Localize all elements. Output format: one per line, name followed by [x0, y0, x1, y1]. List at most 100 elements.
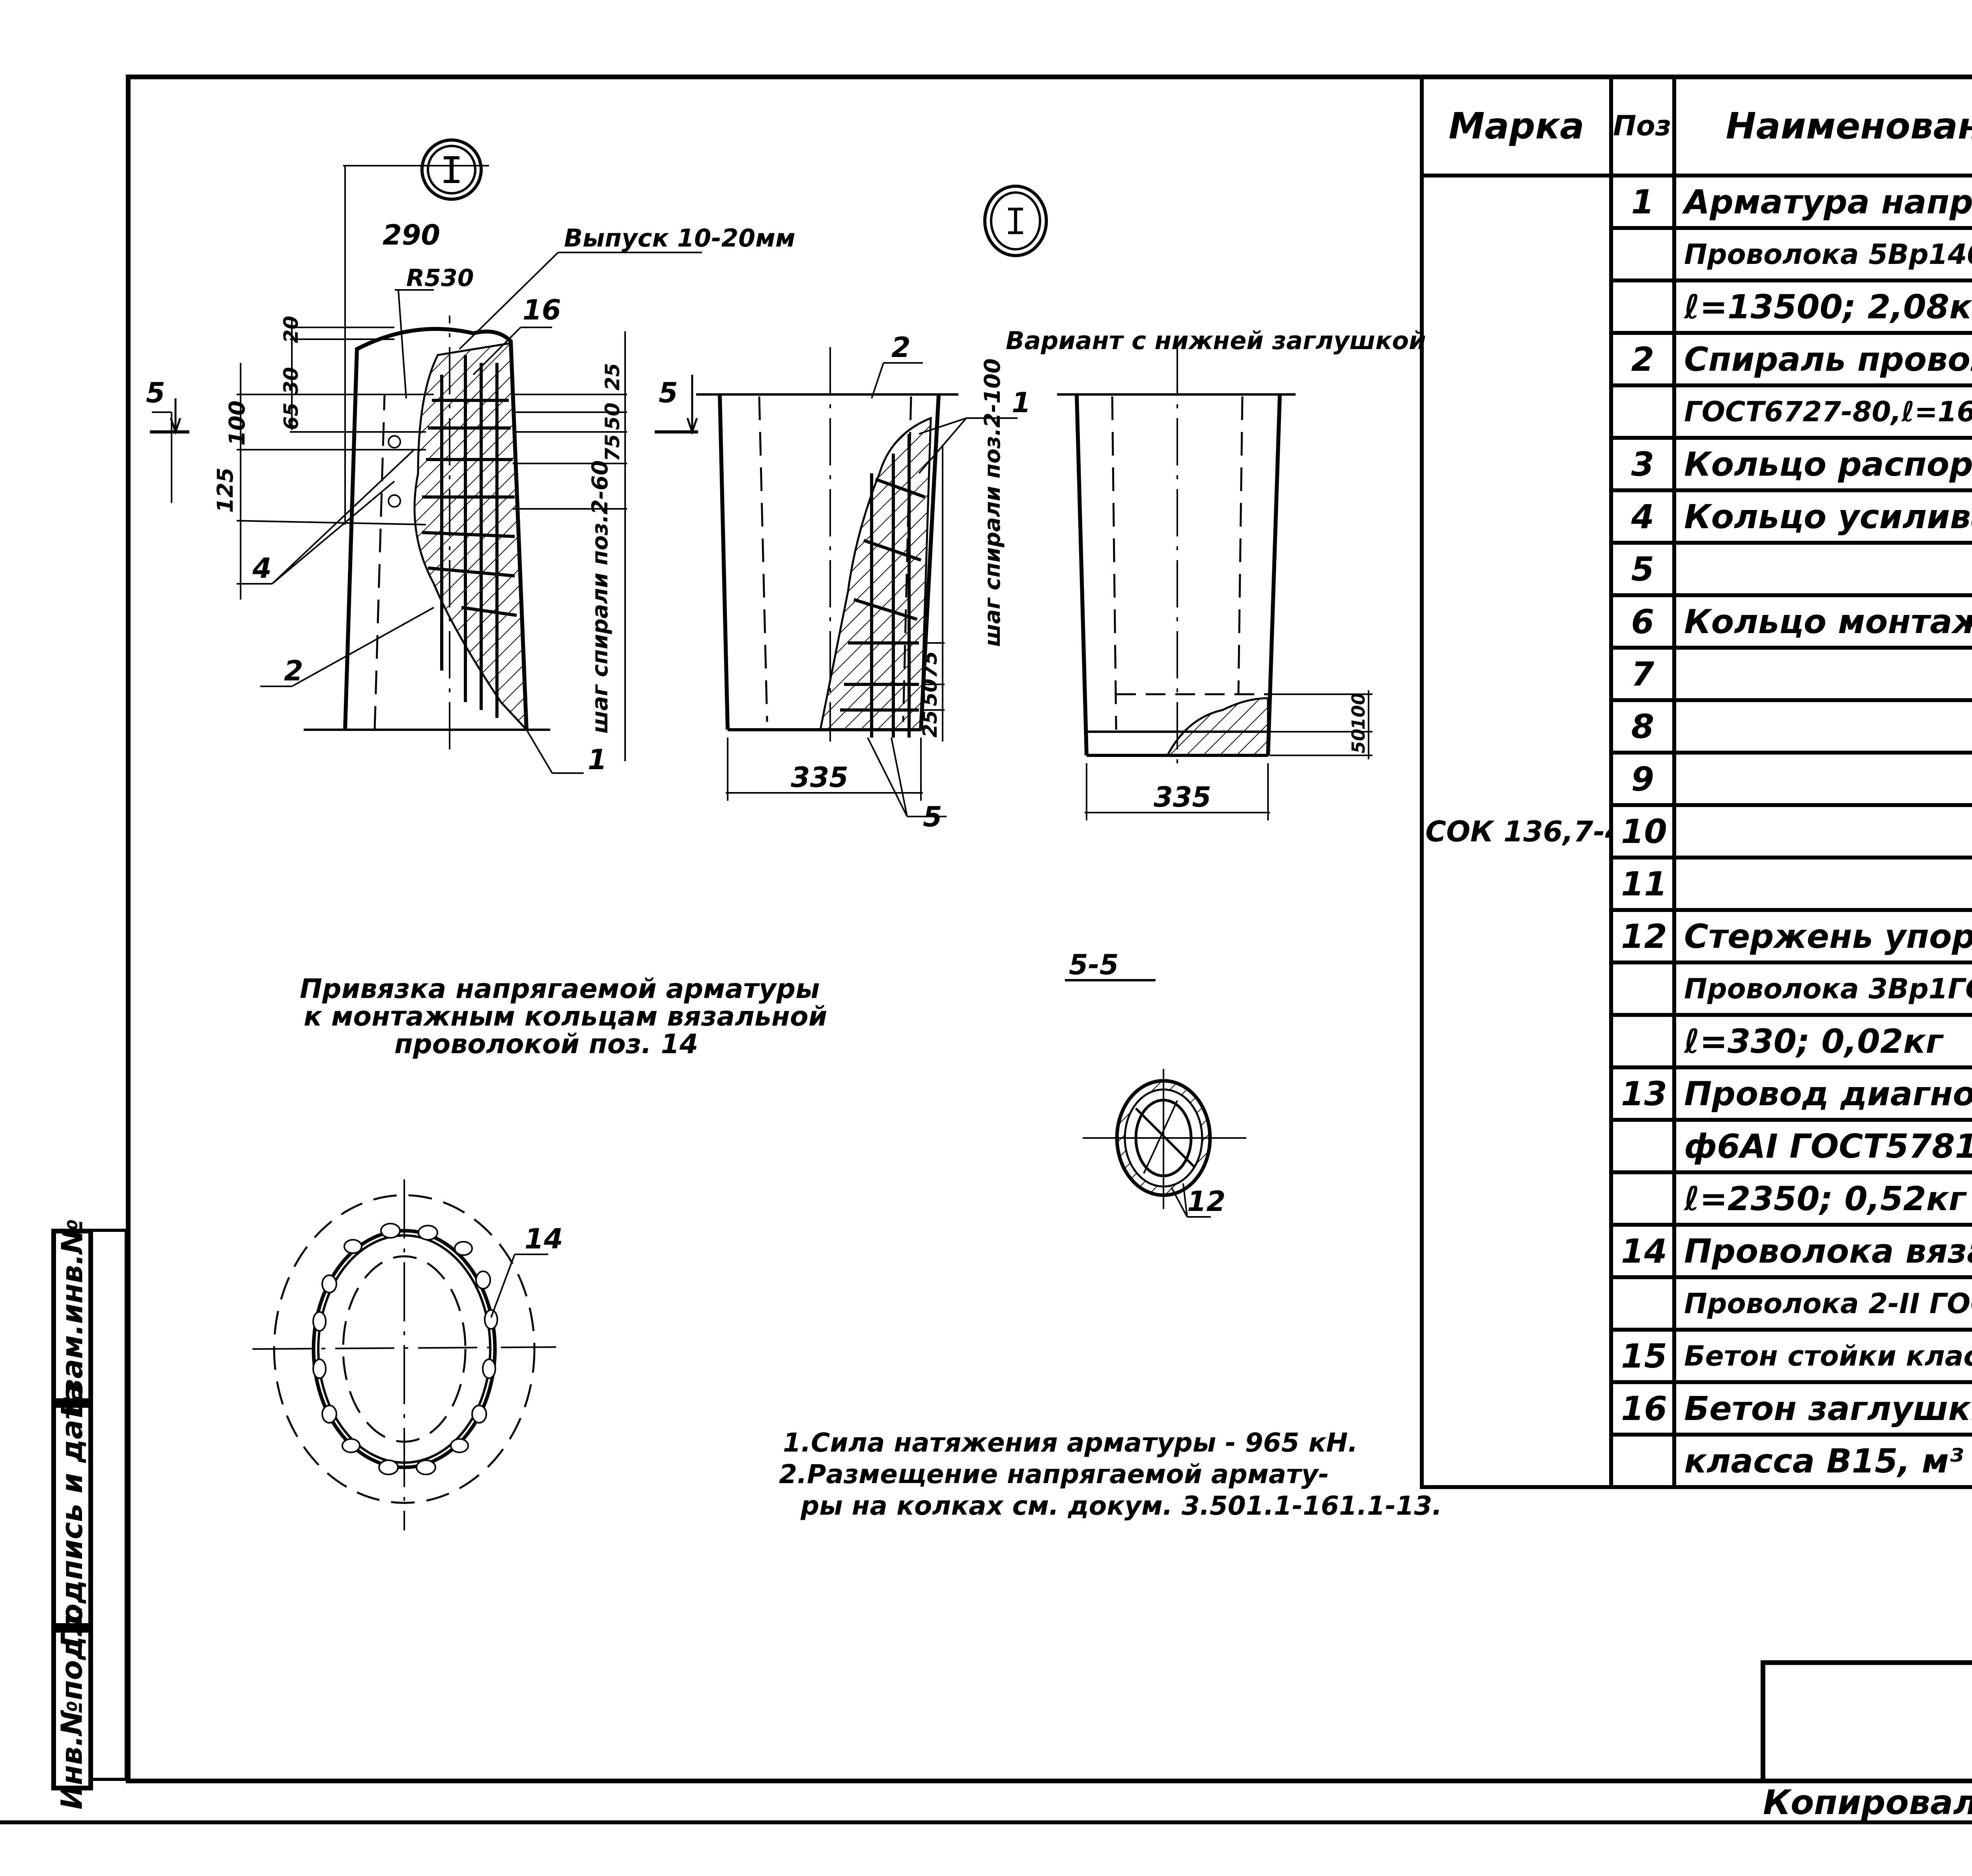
pos-cell: 5: [1609, 541, 1676, 597]
variant-view: [1057, 347, 1373, 820]
spec-row: Проволока 3Вр1ГОСТ6727-80,без черт.: [1422, 960, 1972, 1017]
pos-cell: 13: [1609, 1065, 1676, 1122]
binding-title-line-1: Привязка напрягаемой арматуры: [300, 974, 820, 1005]
svg-text:100: 100: [1348, 693, 1369, 730]
document-code: 3.501.1-161.1-12: [1763, 1734, 1972, 1773]
name-cell: Кольцо монтажное КМ2: [1672, 593, 1972, 650]
svg-text:50: 50: [1348, 729, 1369, 753]
pos-cell: 2: [1609, 331, 1676, 387]
pos-cell: 16: [1609, 1380, 1676, 1437]
pos-cell: [1609, 1433, 1676, 1489]
binding-view: [252, 1179, 556, 1530]
pos-cell: 4: [1609, 488, 1676, 545]
stamp-replaced-inv: Взам.инв.№: [51, 1219, 93, 1418]
name-cell: КМ5: [1672, 646, 1972, 702]
view-I-spiral-pitch: шаг спирали поз.2-60: [587, 460, 613, 734]
svg-text:30: 30: [280, 367, 303, 394]
variant-title: Вариант с нижней заглушкой: [1006, 326, 1426, 355]
name-cell: класса В15, м³: [1672, 1433, 1972, 1489]
name-cell: Стержень упорный: [1672, 908, 1972, 964]
header-name: Наименование: [1672, 75, 1972, 178]
header-mark: Марка: [1420, 75, 1613, 178]
pos-cell: 9: [1609, 751, 1676, 807]
view-I-width-dim: 290: [383, 219, 440, 251]
spec-row: СОК 136,7-4П1Арматура напрягаемая2233: [1420, 174, 1972, 1489]
pos-cell: 10: [1609, 803, 1676, 860]
svg-text:75: 75: [919, 651, 941, 678]
name-cell: ℓ=2350; 0,52кг: [1672, 1170, 1972, 1227]
view-I-callout-1: 1: [588, 744, 607, 776]
pos-cell: 1: [1609, 174, 1676, 230]
view-I-release-note: Выпуск 10-20мм: [564, 224, 796, 252]
svg-text:25: 25: [601, 363, 624, 391]
name-cell: Бетон заглушки: [1672, 1380, 1972, 1437]
pos-cell: 11: [1609, 856, 1676, 912]
section-5-5-title: 5-5: [1069, 949, 1119, 981]
spec-row: ф6АI ГОСТ5781-82,: [1422, 1118, 1972, 1174]
note-2: 2.Размещение напрягаемой армату-: [779, 1459, 1329, 1489]
note-1: 1.Сила натяжения арматуры - 965 кН.: [783, 1428, 1358, 1458]
note-3: ры на колках см. докум. 3.501.1-161.1-13…: [800, 1491, 1442, 1521]
view-I-callout-16: 16: [523, 294, 561, 326]
binding-title-line-3: проволокой поз. 14: [394, 1029, 698, 1060]
pos-cell: 8: [1609, 698, 1676, 755]
pos-cell: 6: [1609, 593, 1676, 650]
pos-cell: [1609, 383, 1676, 440]
view-II-width-dim: 335: [791, 761, 848, 794]
mark-cell: СОК 136,7-4П: [1420, 174, 1613, 1489]
specification-table: Марка Поз. Наименование Кол. Обозначение…: [1420, 75, 1972, 1489]
view-II-callout-2: 2: [891, 331, 911, 364]
name-cell: ф6АI ГОСТ5781-82,: [1672, 1118, 1972, 1174]
name-cell: ℓ=330; 0,02кг: [1672, 1013, 1972, 1069]
name-cell: Проволока 2-II ГОСТ3282-74,кг: [1672, 1275, 1972, 1332]
header-pos: Поз.: [1609, 75, 1676, 178]
view-II-callout-1: 1: [1012, 387, 1031, 419]
pos-cell: 3: [1609, 436, 1676, 492]
pos-cell: 15: [1609, 1328, 1676, 1384]
svg-text:65: 65: [280, 402, 303, 430]
spec-row: 11КМ71: [1422, 856, 1972, 912]
spec-row: ГОСТ6727-80,ℓ=166000;8,63кг1без черт.: [1422, 383, 1972, 440]
name-cell: ℓ=13500; 2,08кг: [1672, 278, 1972, 335]
view-II-spiral-pitch: шаг спирали поз.2-100: [980, 358, 1005, 647]
section-5-5: [1065, 979, 1246, 1218]
spec-row: 9КМ81: [1422, 751, 1972, 807]
name-cell: Арматура напрягаемая: [1672, 174, 1972, 230]
name-cell: Проволока 5Вр1400-1ГОСТ7348-81,: [1672, 226, 1972, 282]
spec-row: 5КУ22: [1422, 541, 1972, 597]
pos-cell: [1609, 1275, 1676, 1332]
name-cell: КМ6: [1672, 698, 1972, 755]
view-II-callout-5: 5: [923, 801, 942, 833]
binding-title-line-2: к монтажным кольцам вязальной: [304, 1001, 827, 1032]
stamp-original-inv: Инв.№подл.: [51, 1604, 93, 1810]
spec-row: Проволока 2-II ГОСТ3282-74,кг0,65без чер…: [1422, 1275, 1972, 1332]
view-II: [696, 185, 1048, 817]
name-cell: КМ9: [1672, 803, 1972, 860]
view-I-radius: R530: [406, 264, 474, 292]
spec-row: ℓ=2350; 0,52кг13.501.1-161.1-12: [1422, 1170, 1972, 1227]
name-cell: КУ2: [1672, 541, 1972, 597]
spec-row: 10КМ91: [1422, 803, 1972, 860]
copied-by: Копировал: Бар.: [1763, 1783, 1972, 1822]
stamp-value-column: [88, 1229, 128, 1781]
pos-cell: [1609, 1170, 1676, 1227]
name-cell: КМ8: [1672, 751, 1972, 807]
svg-text:100: 100: [224, 400, 250, 446]
svg-text:20: 20: [280, 316, 303, 343]
view-I: [150, 138, 702, 774]
svg-text:50: 50: [601, 402, 624, 430]
spec-header-row: Марка Поз. Наименование Кол. Обозначение…: [1420, 75, 1972, 178]
spec-row: ℓ=13500; 2,08кг56без черт.: [1422, 278, 1972, 335]
name-cell: КМ7: [1672, 856, 1972, 912]
spec-row: ℓ=330; 0,02кг2: [1422, 1013, 1972, 1069]
pos-cell: [1609, 1118, 1676, 1174]
svg-text:25: 25: [919, 710, 941, 738]
